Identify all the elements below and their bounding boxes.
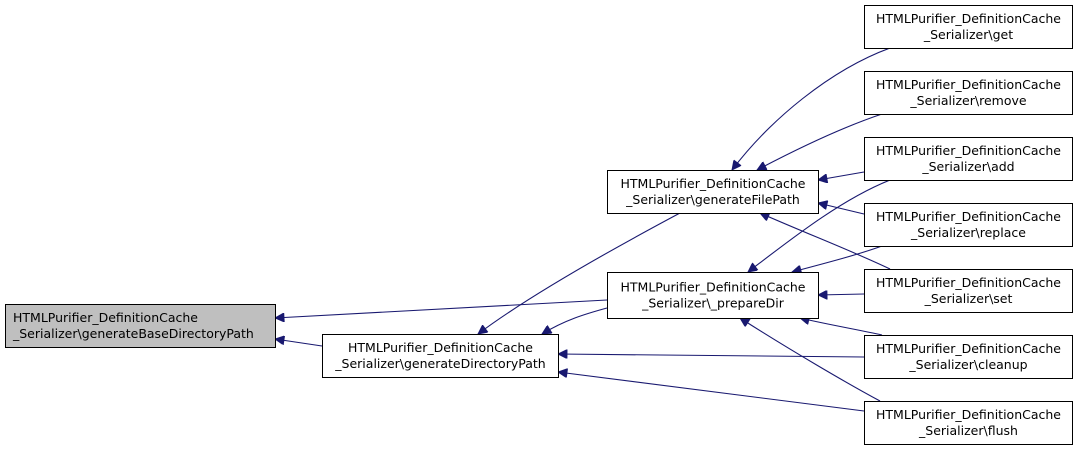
node-label-line: HTMLPurifier_DefinitionCache (13, 310, 198, 325)
edge-add-to-prepareDir (748, 179, 891, 272)
node-remove[interactable]: HTMLPurifier_DefinitionCache_Serializer\… (864, 71, 1073, 115)
node-label-line: HTMLPurifier_DefinitionCache (876, 275, 1061, 290)
node-prepareDir[interactable]: HTMLPurifier_DefinitionCache_Serializer\… (607, 272, 819, 319)
node-label-line: HTMLPurifier_DefinitionCache (621, 176, 806, 191)
edge-get-to-generateFilePath (732, 47, 891, 170)
node-flush[interactable]: HTMLPurifier_DefinitionCache_Serializer\… (864, 401, 1073, 445)
node-label-line: HTMLPurifier_DefinitionCache (621, 280, 806, 295)
node-label-line: _Serializer\flush (918, 423, 1018, 438)
nodes-layer: HTMLPurifier_DefinitionCache_Serializer\… (5, 5, 1073, 445)
edge-remove-to-generateFilePath (757, 113, 883, 171)
node-label-line: HTMLPurifier_DefinitionCache (876, 407, 1061, 422)
node-generateFilePath[interactable]: HTMLPurifier_DefinitionCache_Serializer\… (607, 170, 819, 214)
node-label-line: HTMLPurifier_DefinitionCache (876, 209, 1061, 224)
node-generateBaseDirectoryPath[interactable]: HTMLPurifier_DefinitionCache_Serializer\… (5, 304, 276, 348)
node-label-line: _Serializer\_prepareDir (641, 296, 785, 311)
node-label-line: HTMLPurifier_DefinitionCache (348, 340, 533, 355)
edge-replace-to-prepareDir (792, 245, 883, 272)
edge-cleanup-to-prepareDir (800, 318, 883, 336)
node-set[interactable]: HTMLPurifier_DefinitionCache_Serializer\… (864, 269, 1073, 313)
edge-flush-to-prepareDir (740, 318, 881, 402)
edge-flush-to-generateDirectoryPath (558, 372, 865, 412)
node-box (607, 170, 819, 214)
node-box (864, 269, 1073, 313)
node-label-line: _Serializer\generateDirectoryPath (334, 356, 545, 371)
node-replace[interactable]: HTMLPurifier_DefinitionCache_Serializer\… (864, 203, 1073, 247)
node-label-line: _Serializer\add (921, 159, 1014, 174)
node-label-line: HTMLPurifier_DefinitionCache (876, 77, 1061, 92)
node-box (864, 5, 1073, 49)
node-box (864, 401, 1073, 445)
node-box (864, 71, 1073, 115)
node-label-line: HTMLPurifier_DefinitionCache (876, 11, 1061, 26)
node-label-line: HTMLPurifier_DefinitionCache (876, 143, 1061, 158)
edges-layer (275, 47, 891, 412)
node-add[interactable]: HTMLPurifier_DefinitionCache_Serializer\… (864, 137, 1073, 181)
edge-replace-to-generateFilePath (818, 203, 865, 215)
edge-generateFilePath-to-generateDirectoryPath (478, 212, 681, 334)
node-box (864, 203, 1073, 247)
node-box (5, 304, 276, 348)
node-label-line: _Serializer\generateFilePath (625, 192, 800, 207)
node-label-line: _Serializer\get (923, 27, 1013, 42)
node-box (607, 272, 819, 319)
edge-generateDirectoryPath-to-generateBaseDirectoryPath (275, 339, 323, 347)
node-box (864, 335, 1073, 379)
node-box (864, 137, 1073, 181)
node-label-line: _Serializer\cleanup (908, 357, 1027, 372)
node-generateDirectoryPath[interactable]: HTMLPurifier_DefinitionCache_Serializer\… (322, 334, 559, 378)
node-label-line: HTMLPurifier_DefinitionCache (876, 341, 1061, 356)
node-get[interactable]: HTMLPurifier_DefinitionCache_Serializer\… (864, 5, 1073, 49)
edge-cleanup-to-generateDirectoryPath (558, 354, 865, 357)
edge-set-to-prepareDir (818, 294, 865, 295)
edge-add-to-generateFilePath (818, 171, 865, 180)
node-label-line: _Serializer\set (924, 291, 1013, 306)
edge-prepareDir-to-generateDirectoryPath (542, 307, 608, 334)
node-label-line: _Serializer\replace (910, 225, 1026, 240)
node-cleanup[interactable]: HTMLPurifier_DefinitionCache_Serializer\… (864, 335, 1073, 379)
node-label-line: _Serializer\generateBaseDirectoryPath (12, 326, 254, 341)
edge-prepareDir-to-generateBaseDirectoryPath (275, 299, 608, 318)
edge-set-to-generateFilePath (760, 213, 891, 270)
node-label-line: _Serializer\remove (909, 93, 1026, 108)
node-box (322, 334, 559, 378)
